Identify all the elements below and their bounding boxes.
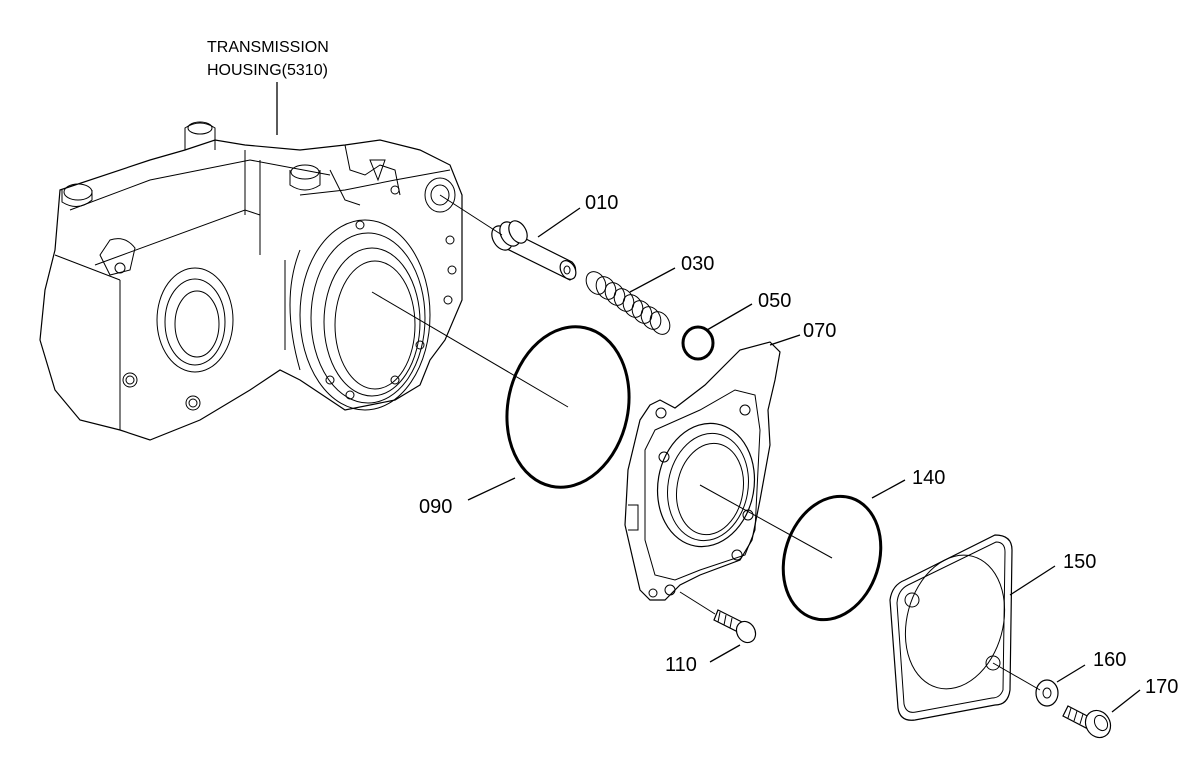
callout-170: 170 (1145, 676, 1178, 698)
callout-070: 070 (803, 320, 836, 342)
leader-150 (1009, 565, 1056, 596)
bolt-170 (1062, 705, 1112, 739)
leader-160 (1056, 664, 1086, 683)
callout-050: 050 (758, 290, 791, 312)
leader-110 (709, 644, 741, 663)
leader-090-axis (371, 291, 569, 408)
small-o-ring-050 (681, 325, 715, 361)
leader-030 (629, 267, 676, 293)
leader-090 (467, 477, 516, 501)
leader-110-axis (679, 591, 716, 615)
transmission-housing (39, 121, 463, 441)
callout-110: 110 (665, 654, 697, 676)
leader-070 (769, 334, 801, 346)
leader-010 (537, 207, 581, 238)
o-ring-140 (781, 494, 883, 622)
coil-spring-030 (585, 271, 671, 335)
callout-150: 150 (1063, 551, 1096, 573)
leader-010-axis (439, 194, 503, 236)
callout-090: 090 (419, 496, 452, 518)
leader-140 (871, 479, 906, 499)
callout-010: 010 (585, 192, 618, 214)
washer-160 (992, 662, 1059, 707)
housing-label-line2: HOUSING(5310) (207, 62, 328, 79)
cover-plate-070 (624, 341, 781, 601)
large-o-ring-090 (505, 325, 631, 489)
housing-label: TRANSMISSION HOUSING(5310) (207, 39, 329, 135)
gasket-plate-150 (889, 534, 1013, 721)
leader-140-axis (699, 484, 833, 559)
callout-160: 160 (1093, 649, 1126, 671)
callout-140: 140 (912, 467, 945, 489)
leader-160-axis (992, 662, 1041, 691)
housing-label-line1: TRANSMISSION (207, 39, 329, 56)
leader-050 (706, 303, 753, 331)
leader-170 (1111, 689, 1141, 713)
bolt-110 (679, 591, 757, 644)
valve-spool-010 (439, 194, 577, 281)
callout-030: 030 (681, 253, 714, 275)
